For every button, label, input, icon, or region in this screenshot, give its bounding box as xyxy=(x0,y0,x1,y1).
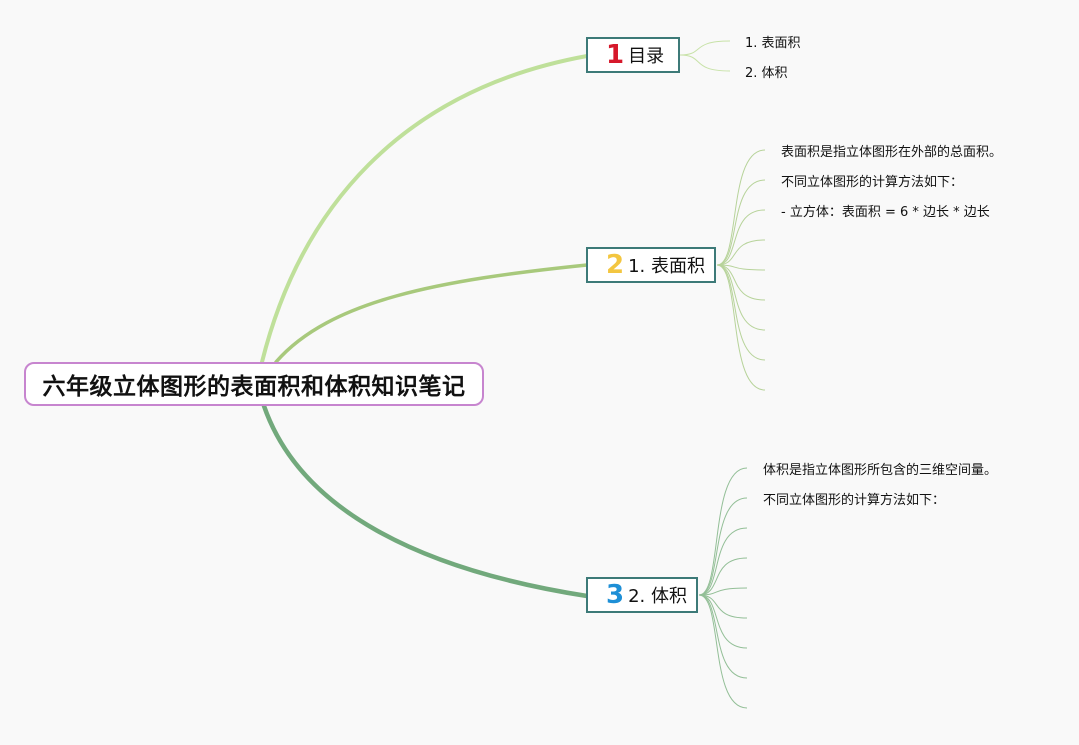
leaf-connector xyxy=(679,40,731,56)
leaf-connector xyxy=(679,54,731,72)
branch-connector xyxy=(261,403,590,599)
leaf-connector xyxy=(698,497,748,596)
leaf-connector xyxy=(698,527,748,596)
leaf-connector xyxy=(716,179,766,266)
topic-label: 目录 xyxy=(628,46,665,67)
leaf-note[interactable]: 表面积是指立体图形在外部的总面积。 xyxy=(781,145,1003,160)
root-topic[interactable]: 六年级立体图形的表面积和体积知识笔记 xyxy=(24,362,484,406)
leaf-connector xyxy=(716,264,766,331)
leaf-connector xyxy=(716,209,766,266)
branch-connector xyxy=(260,54,589,364)
leaf-note[interactable]: 1. 表面积 xyxy=(745,36,801,51)
topic-volume[interactable]: 3 2. 体积 xyxy=(586,577,698,613)
leaf-connector xyxy=(698,594,748,679)
leaf-note[interactable]: 体积是指立体图形所包含的三维空间量。 xyxy=(763,463,998,478)
branch-connector xyxy=(274,263,589,364)
number-one-icon: 1 xyxy=(606,40,625,70)
leaf-connector xyxy=(716,264,766,301)
leaf-connector xyxy=(698,467,748,596)
leaf-note[interactable]: 不同立体图形的计算方法如下： xyxy=(763,493,946,508)
leaf-note[interactable]: 不同立体图形的计算方法如下： xyxy=(781,175,964,190)
leaf-connector xyxy=(698,594,748,649)
leaf-connector xyxy=(716,264,766,391)
leaf-note[interactable]: 2. 体积 xyxy=(745,66,788,81)
leaf-connector xyxy=(698,594,748,619)
topic-label: 1. 表面积 xyxy=(628,256,705,277)
leaf-note[interactable]: - 立方体：表面积 = 6 * 边长 * 边长 xyxy=(781,205,990,220)
leaf-connector xyxy=(716,264,766,271)
leaf-connector xyxy=(698,594,748,709)
leaf-connector xyxy=(698,587,748,596)
topic-surface-area[interactable]: 2 1. 表面积 xyxy=(586,247,716,283)
leaf-connector xyxy=(716,149,766,266)
topic-contents[interactable]: 1 目录 xyxy=(586,37,680,73)
root-title: 六年级立体图形的表面积和体积知识笔记 xyxy=(42,374,466,400)
leaf-connector xyxy=(716,239,766,266)
topic-label: 2. 体积 xyxy=(628,586,687,607)
number-three-icon: 3 xyxy=(606,580,625,610)
leaf-connector xyxy=(698,557,748,596)
number-two-icon: 2 xyxy=(606,250,625,280)
